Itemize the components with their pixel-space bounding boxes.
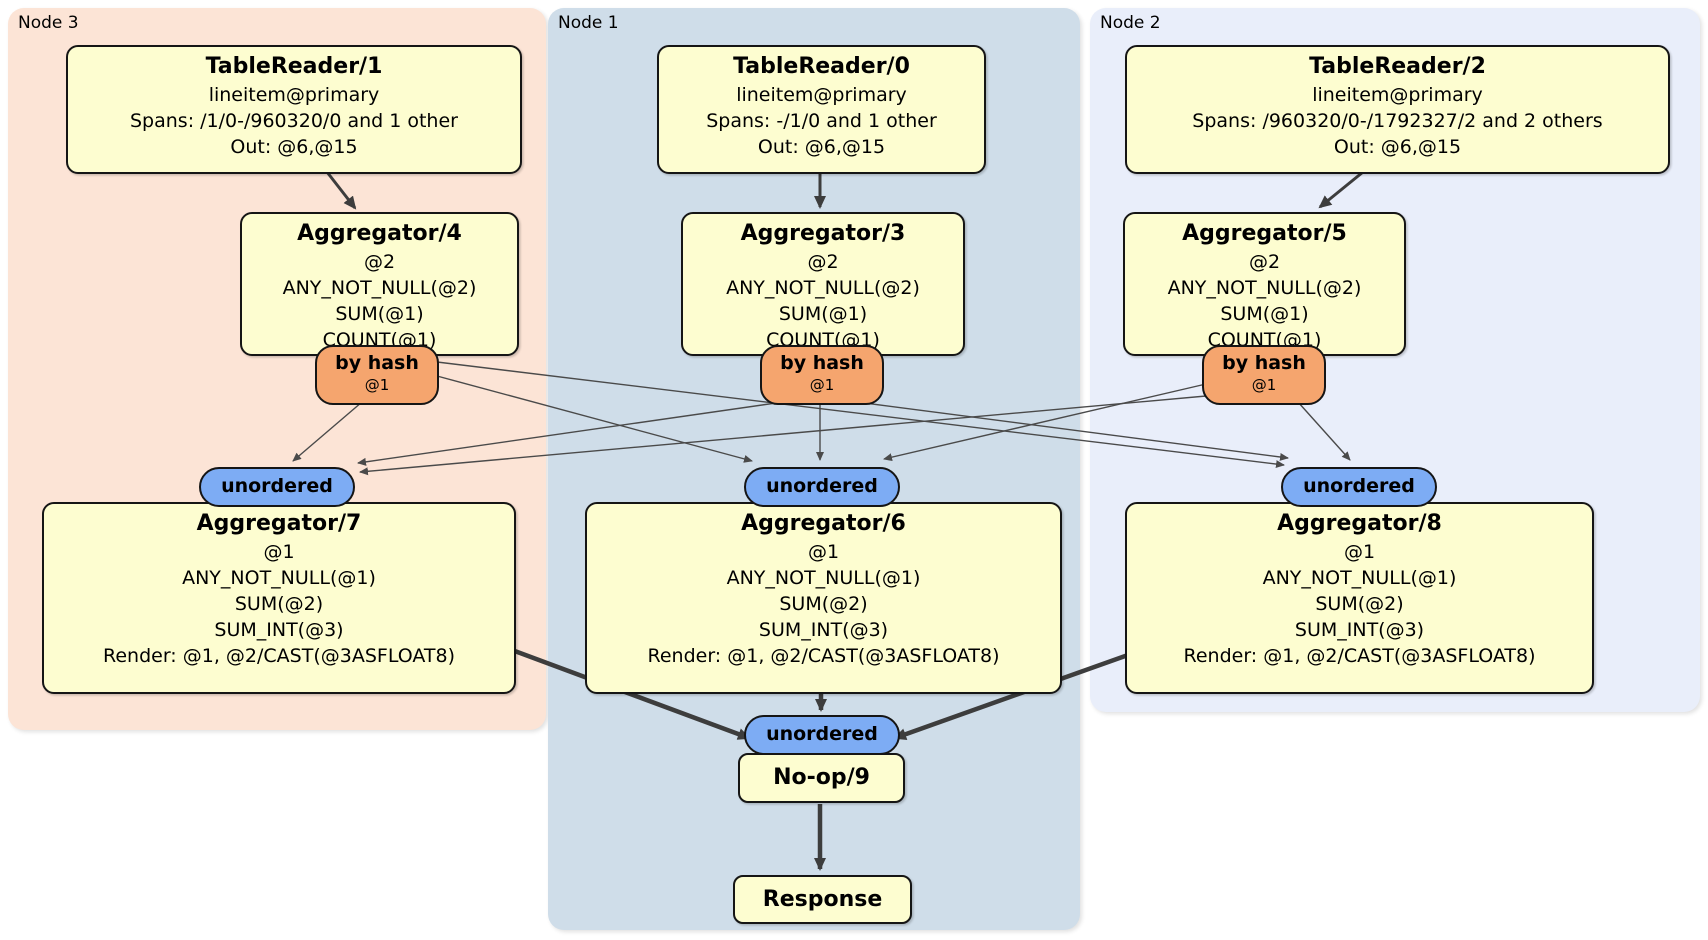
noop-label: No-op/9 [773, 765, 870, 790]
box-line: SUM_INT(@3) [214, 619, 344, 641]
sync-label: unordered [766, 723, 878, 745]
box-title: TableReader/0 [733, 54, 910, 79]
box-title: TableReader/2 [1309, 54, 1486, 79]
sync-label: unordered [221, 475, 333, 497]
box-line: @2 [363, 251, 396, 273]
box-line: Spans: /1/0-/960320/0 and 1 other [130, 110, 458, 132]
noop-box: No-op/9 [738, 753, 905, 803]
box-line: lineitem@primary [208, 84, 380, 106]
node3-label: Node 3 [18, 13, 79, 33]
aggregator5-box: Aggregator/5 @2 ANY_NOT_NULL(@2) SUM(@1)… [1123, 212, 1406, 356]
box-title: Aggregator/8 [1277, 511, 1442, 536]
router-key: @1 [364, 376, 390, 394]
box-line: Out: @6,@15 [230, 136, 358, 158]
box-line: SUM(@2) [1315, 593, 1404, 615]
box-line: ANY_NOT_NULL(@1) [1262, 567, 1457, 589]
box-title: Aggregator/3 [740, 221, 906, 246]
router-label: by hash [335, 352, 419, 374]
box-line: SUM(@2) [234, 593, 324, 615]
box-line: Render: @1, @2/CAST(@3ASFLOAT8) [647, 645, 1000, 667]
sync-label: unordered [766, 475, 878, 497]
box-title: Aggregator/4 [297, 221, 462, 246]
box-line: @2 [1248, 251, 1281, 273]
box-line: lineitem@primary [1312, 84, 1483, 106]
box-line: ANY_NOT_NULL(@2) [1167, 277, 1362, 299]
unordered-sync-node3: unordered [199, 467, 355, 507]
box-line: SUM(@1) [335, 303, 424, 325]
box-line: Render: @1, @2/CAST(@3ASFLOAT8) [1183, 645, 1536, 667]
box-line: ANY_NOT_NULL(@2) [726, 277, 920, 299]
box-line: @2 [807, 251, 839, 273]
byhash-router-node3: by hash @1 [315, 345, 439, 405]
router-label: by hash [1222, 352, 1306, 374]
box-line: @1 [263, 541, 295, 563]
box-line: Spans: /960320/0-/1792327/2 and 2 others [1192, 110, 1603, 132]
box-line: @1 [1343, 541, 1376, 563]
byhash-router-node1: by hash @1 [760, 345, 884, 405]
box-line: SUM_INT(@3) [758, 619, 889, 641]
box-line: SUM(@2) [779, 593, 868, 615]
router-key: @1 [809, 376, 835, 394]
router-sync-edges [292, 361, 1351, 476]
box-title: Aggregator/6 [741, 511, 906, 536]
response-label: Response [762, 887, 883, 912]
box-line: SUM(@1) [778, 303, 868, 325]
box-line: SUM_INT(@3) [1294, 619, 1425, 641]
tablereader0-box: TableReader/0 lineitem@primary Spans: -/… [657, 45, 986, 174]
aggregator-to-final-sync-edges [511, 647, 1129, 871]
box-line: lineitem@primary [736, 84, 907, 106]
box-line: @1 [807, 541, 840, 563]
box-line: Out: @6,@15 [1333, 136, 1462, 158]
box-line: SUM(@1) [1220, 303, 1309, 325]
box-title: Aggregator/7 [196, 511, 362, 536]
box-title: Aggregator/5 [1182, 221, 1347, 246]
unordered-sync-node1: unordered [744, 467, 900, 507]
response-box: Response [733, 875, 912, 924]
box-line: ANY_NOT_NULL(@2) [282, 277, 477, 299]
node2-label: Node 2 [1100, 13, 1161, 33]
aggregator4-box: Aggregator/4 @2 ANY_NOT_NULL(@2) SUM(@1)… [240, 212, 519, 356]
router-label: by hash [780, 352, 864, 374]
router-key: @1 [1251, 376, 1277, 394]
box-line: Spans: -/1/0 and 1 other [706, 110, 937, 132]
node1-label: Node 1 [558, 13, 619, 33]
aggregator8-box: Aggregator/8 @1 ANY_NOT_NULL(@1) SUM(@2)… [1125, 502, 1594, 694]
tablereader1-box: TableReader/1 lineitem@primary Spans: /1… [66, 45, 522, 174]
box-line: ANY_NOT_NULL(@1) [182, 567, 376, 589]
final-unordered-sync: unordered [744, 715, 900, 755]
aggregator6-box: Aggregator/6 @1 ANY_NOT_NULL(@1) SUM(@2)… [585, 502, 1062, 694]
box-line: ANY_NOT_NULL(@1) [726, 567, 921, 589]
aggregator3-box: Aggregator/3 @2 ANY_NOT_NULL(@2) SUM(@1)… [681, 212, 965, 356]
box-line: Out: @6,@15 [757, 136, 886, 158]
unordered-sync-node2: unordered [1281, 467, 1437, 507]
reader-to-aggregator-edges [325, 170, 1364, 210]
tablereader2-box: TableReader/2 lineitem@primary Spans: /9… [1125, 45, 1670, 174]
box-line: Render: @1, @2/CAST(@3ASFLOAT8) [103, 645, 455, 667]
box-title: TableReader/1 [205, 54, 383, 79]
byhash-router-node2: by hash @1 [1202, 345, 1326, 405]
sync-label: unordered [1303, 475, 1415, 497]
aggregator7-box: Aggregator/7 @1 ANY_NOT_NULL(@1) SUM(@2)… [42, 502, 516, 694]
